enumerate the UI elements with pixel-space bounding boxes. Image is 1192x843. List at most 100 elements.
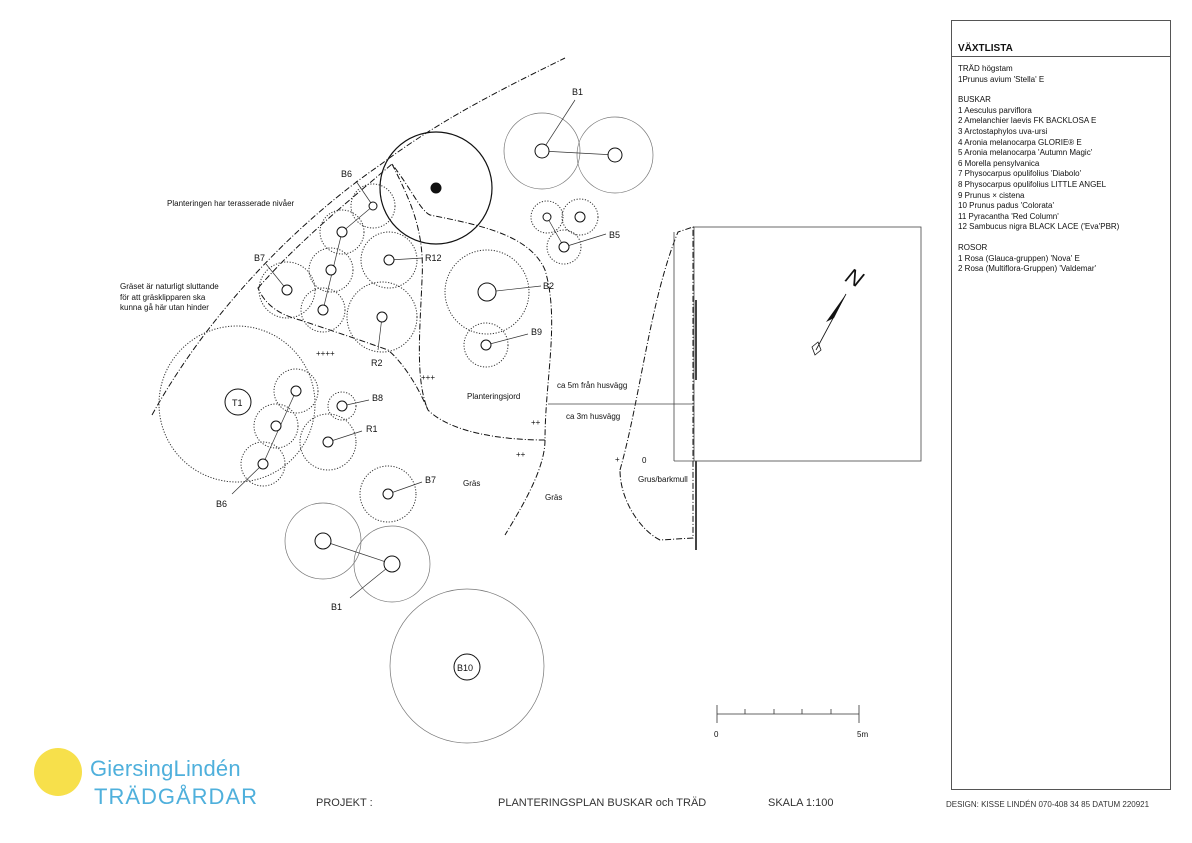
mark-f: 0 bbox=[642, 456, 647, 465]
plant-group-heading: TRÄD högstam bbox=[958, 64, 1013, 73]
shrub-b2 bbox=[444, 249, 530, 335]
tree-prunus-canopy bbox=[379, 131, 493, 245]
shrub-b1-top-2 bbox=[576, 116, 654, 194]
conn-b6-low-2 bbox=[231, 463, 264, 495]
shrub-b6-2 bbox=[319, 209, 365, 255]
plant-list-item: 5 Aronia melanocarpa 'Autumn Magic' bbox=[958, 148, 1093, 158]
note-grass-a: Gräs bbox=[463, 479, 480, 488]
north-arrow-head bbox=[826, 294, 846, 322]
plant-list-item: 11 Pyracantha 'Red Column' bbox=[958, 211, 1059, 221]
connector-lines bbox=[231, 99, 616, 599]
label-b2: B2 bbox=[543, 281, 554, 291]
shrub-canopies-dotted bbox=[240, 183, 599, 523]
note-grass-b: Gräs bbox=[545, 493, 562, 502]
centre-r1 bbox=[322, 436, 334, 448]
centre-b1-bottom-2 bbox=[383, 555, 401, 573]
label-b10: B10 bbox=[457, 663, 473, 673]
label-b7-top: B7 bbox=[254, 253, 265, 263]
shrub-b1-top-1 bbox=[503, 112, 581, 190]
logo-name: GiersingLindén bbox=[90, 756, 241, 781]
label-r1: R1 bbox=[366, 424, 378, 434]
note-dist-5m: ca 5m från husvägg bbox=[557, 381, 627, 390]
label-b9: B9 bbox=[531, 327, 542, 337]
centre-b8 bbox=[336, 400, 348, 412]
shrub-r12 bbox=[360, 231, 418, 289]
shrub-b5-3 bbox=[546, 229, 582, 265]
plan-notes: Planteringen har terasserade nivåer Gräs… bbox=[120, 199, 688, 502]
note-soil: Planteringsjord bbox=[467, 392, 520, 401]
note-grass-1: Gräset är naturligt sluttande bbox=[120, 282, 219, 291]
conn-r12 bbox=[388, 257, 424, 261]
centre-b1-top-1 bbox=[534, 143, 550, 159]
centre-b7-top bbox=[281, 284, 293, 296]
shrub-b7-bottom bbox=[359, 465, 417, 523]
footer-title: PLANTERINGSPLAN BUSKAR och TRÄD bbox=[498, 797, 707, 809]
footer-design: DESIGN: KISSE LINDÉN 070-408 34 85 DATUM… bbox=[946, 800, 1150, 809]
label-b6-top: B6 bbox=[341, 169, 352, 179]
planting-bed-edge bbox=[257, 163, 553, 441]
mark-d: ++ bbox=[516, 450, 526, 459]
plant-list-item: 6 Morella pensylvanica bbox=[958, 158, 1040, 168]
centre-t1 bbox=[224, 388, 252, 416]
centre-b6-4 bbox=[317, 304, 329, 316]
house bbox=[548, 226, 922, 550]
shrub-r2 bbox=[346, 281, 418, 353]
north-label: N bbox=[842, 263, 868, 293]
conn-b1-top-2 bbox=[541, 99, 576, 152]
company-logo: GiersingLindén TRÄDGÅRDAR bbox=[34, 748, 274, 812]
label-t1: T1 bbox=[232, 398, 243, 408]
logo-circle-icon bbox=[34, 748, 82, 796]
plant-labels: B1 B5 B6 R12 B7 B2 B9 R2 T1 B8 R1 B6 B7 … bbox=[216, 87, 620, 673]
centre-b6-low-2 bbox=[270, 420, 282, 432]
plant-list-item: 1 Rosa (Glauca-gruppen) 'Nova' E bbox=[958, 253, 1080, 263]
plant-list-item: 12 Sambucus nigra BLACK LACE ('Eva'PBR) bbox=[958, 222, 1120, 232]
conn-b6-2 bbox=[341, 205, 374, 233]
conn-b1-top-1 bbox=[541, 150, 616, 156]
plant-list-item: 1Prunus avium 'Stella' E bbox=[958, 74, 1045, 84]
centre-b7-bottom bbox=[382, 488, 394, 500]
mark-a: ++++ bbox=[316, 349, 335, 358]
shrub-b1-bottom-1 bbox=[284, 502, 362, 580]
shrub-b1-bottom-2 bbox=[353, 525, 431, 603]
north-arrow-tail bbox=[811, 341, 822, 356]
scale-label-zero: 0 bbox=[714, 730, 719, 739]
plant-group-heading: ROSOR bbox=[958, 242, 988, 252]
conn-b1-bottom-1 bbox=[322, 540, 393, 565]
mark-e: + bbox=[615, 455, 620, 464]
scale-bar bbox=[716, 705, 860, 723]
conn-r1 bbox=[327, 430, 363, 443]
conn-b7-bottom bbox=[387, 481, 423, 495]
inner-terrace-line bbox=[391, 163, 429, 411]
conn-b1-bottom-2 bbox=[349, 563, 393, 599]
centre-b9 bbox=[480, 339, 492, 351]
shrub-b6-low-2 bbox=[253, 403, 299, 449]
centre-b5-3 bbox=[558, 241, 570, 253]
note-gravel: Grus/barkmull bbox=[638, 475, 688, 484]
plant-list-item: 3 Arctostaphylos uva-ursi bbox=[958, 126, 1048, 136]
label-b6-bottom: B6 bbox=[216, 499, 227, 509]
mark-c: ++ bbox=[531, 418, 541, 427]
shrub-canopies-thin bbox=[284, 112, 654, 744]
centre-b6-low-3 bbox=[257, 458, 269, 470]
note-grass-3: kunna gå här utan hinder bbox=[120, 303, 209, 312]
label-b7-bottom: B7 bbox=[425, 475, 436, 485]
shrub-b9 bbox=[463, 322, 509, 368]
centre-b6-3 bbox=[325, 264, 337, 276]
trees bbox=[379, 131, 493, 245]
shrub-b8 bbox=[327, 391, 357, 421]
centre-b6-1 bbox=[368, 201, 378, 211]
plant-group-heading: BUSKAR bbox=[958, 95, 991, 105]
conn-b5-2 bbox=[563, 233, 607, 248]
centre-b1-bottom-1 bbox=[314, 532, 332, 550]
centre-r2 bbox=[376, 311, 388, 323]
shrub-b5-2 bbox=[561, 198, 599, 236]
note-dist-3m: ca 3m husvägg bbox=[566, 412, 620, 421]
logo-subtitle: TRÄDGÅRDAR bbox=[94, 784, 259, 809]
shrub-b6-3 bbox=[308, 247, 354, 293]
